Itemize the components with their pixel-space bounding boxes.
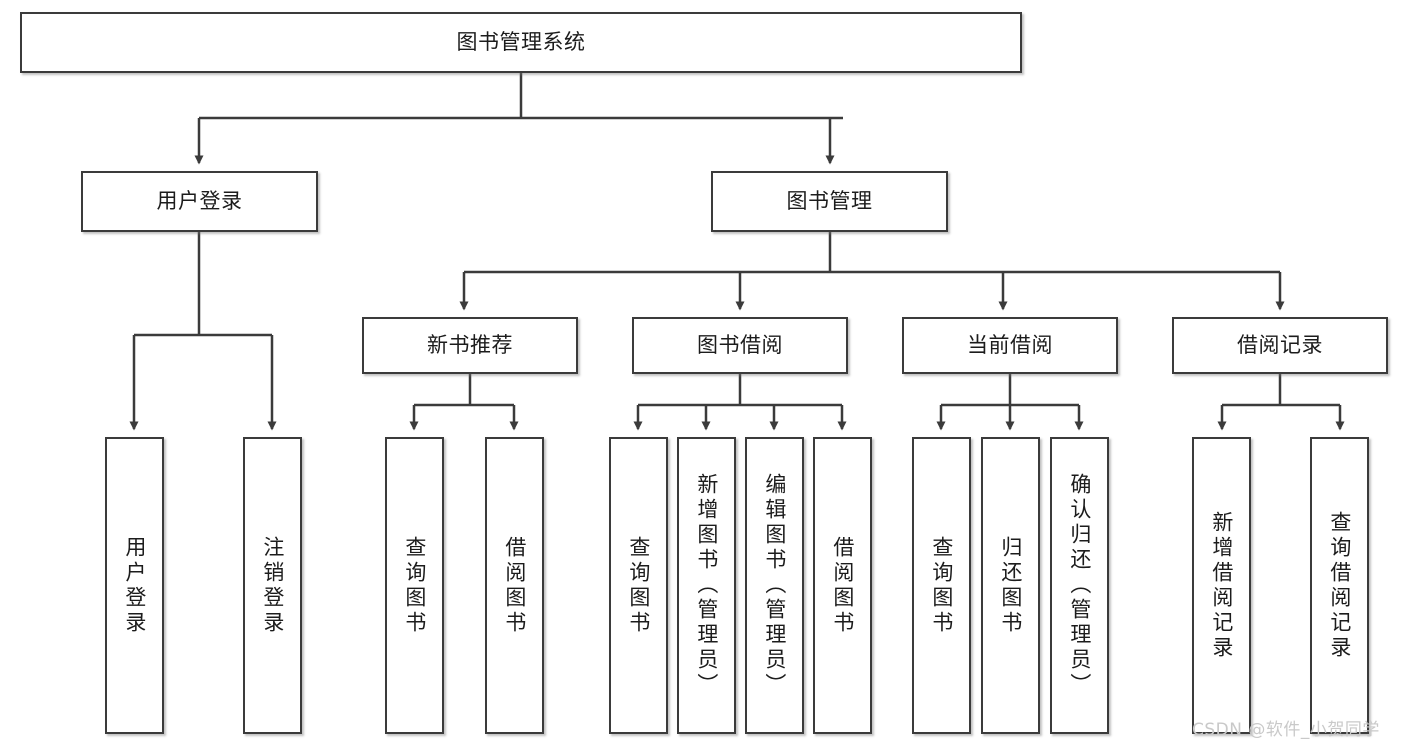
node-current-borrow[interactable]: 当前借阅: [902, 317, 1118, 374]
leaf-user-login-2-label: 注销登录: [260, 535, 285, 636]
leaf-book-borrow-1[interactable]: 查询图书: [609, 437, 668, 734]
node-user-login-label: 用户登录: [156, 189, 243, 214]
leaf-current-borrow-3-label: 确认归还（管理员）: [1067, 473, 1092, 698]
node-book-borrow[interactable]: 图书借阅: [632, 317, 848, 374]
leaf-current-borrow-1[interactable]: 查询图书: [912, 437, 971, 734]
leaf-book-borrow-3[interactable]: 编辑图书（管理员）: [745, 437, 804, 734]
leaf-book-borrow-4[interactable]: 借阅图书: [813, 437, 872, 734]
leaf-borrow-record-1-label: 新增借阅记录: [1209, 510, 1234, 661]
leaf-book-borrow-2-label: 新增图书（管理员）: [694, 473, 719, 698]
leaf-current-borrow-2-label: 归还图书: [998, 535, 1023, 636]
node-book-borrow-label: 图书借阅: [697, 333, 783, 358]
node-current-borrow-label: 当前借阅: [967, 333, 1053, 358]
node-borrow-record-label: 借阅记录: [1237, 333, 1323, 358]
node-new-book[interactable]: 新书推荐: [362, 317, 578, 374]
leaf-current-borrow-3[interactable]: 确认归还（管理员）: [1050, 437, 1109, 734]
leaf-new-book-1[interactable]: 查询图书: [385, 437, 444, 734]
leaf-borrow-record-2-label: 查询借阅记录: [1327, 510, 1352, 661]
leaf-current-borrow-2[interactable]: 归还图书: [981, 437, 1040, 734]
node-root-label: 图书管理系统: [456, 30, 586, 55]
node-book-manage[interactable]: 图书管理: [711, 171, 948, 232]
node-book-manage-label: 图书管理: [786, 189, 873, 214]
leaf-book-borrow-2[interactable]: 新增图书（管理员）: [677, 437, 736, 734]
leaf-user-login-2[interactable]: 注销登录: [243, 437, 302, 734]
leaf-borrow-record-1[interactable]: 新增借阅记录: [1192, 437, 1251, 734]
node-user-login[interactable]: 用户登录: [81, 171, 318, 232]
node-root[interactable]: 图书管理系统: [20, 12, 1022, 73]
leaf-user-login-1-label: 用户登录: [122, 535, 147, 636]
node-new-book-label: 新书推荐: [427, 333, 513, 358]
node-borrow-record[interactable]: 借阅记录: [1172, 317, 1388, 374]
leaf-new-book-2-label: 借阅图书: [502, 535, 527, 636]
leaf-new-book-2[interactable]: 借阅图书: [485, 437, 544, 734]
leaf-user-login-1[interactable]: 用户登录: [105, 437, 164, 734]
leaf-current-borrow-1-label: 查询图书: [929, 535, 954, 636]
leaf-book-borrow-4-label: 借阅图书: [830, 535, 855, 636]
leaf-book-borrow-3-label: 编辑图书（管理员）: [762, 473, 787, 698]
leaf-book-borrow-1-label: 查询图书: [626, 535, 651, 636]
leaf-borrow-record-2[interactable]: 查询借阅记录: [1310, 437, 1369, 734]
leaf-new-book-1-label: 查询图书: [402, 535, 427, 636]
